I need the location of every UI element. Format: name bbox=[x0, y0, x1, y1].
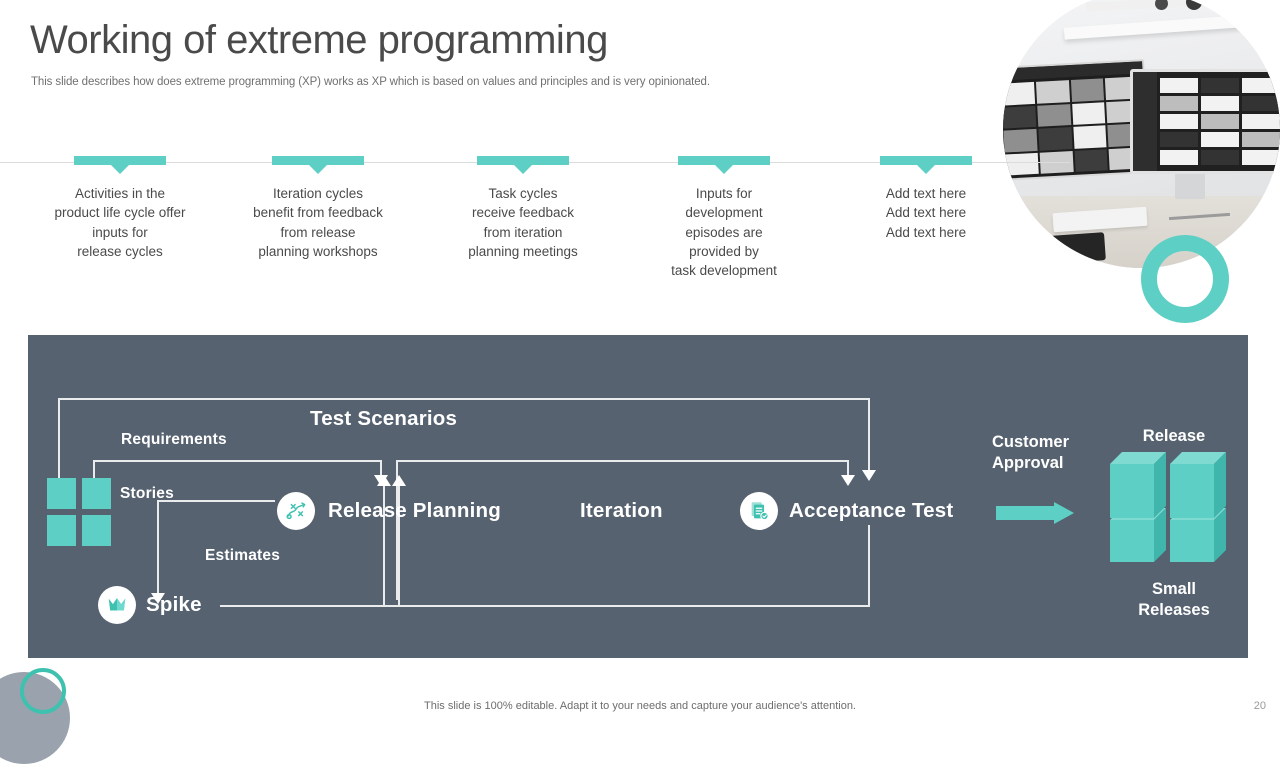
teal-ring-decoration bbox=[1141, 235, 1229, 323]
edge-label-stories: Stories bbox=[120, 485, 174, 502]
connector-stories-h bbox=[157, 500, 275, 502]
footer-note: This slide is 100% editable. Adapt it to… bbox=[424, 700, 856, 712]
column-marker-4 bbox=[678, 156, 770, 174]
connector-acceptance-down bbox=[868, 525, 870, 606]
release-label: Release bbox=[1142, 427, 1206, 445]
arrow-iteration-down bbox=[841, 475, 855, 486]
connector-test-scenarios-left-drop bbox=[58, 398, 60, 498]
column-marker-1 bbox=[74, 156, 166, 174]
page-subtitle: This slide describes how does extreme pr… bbox=[31, 76, 710, 88]
column-marker-3 bbox=[477, 156, 569, 174]
document-check-icon bbox=[740, 492, 778, 530]
right-arrow-icon bbox=[996, 502, 1074, 524]
corner-ring-decoration bbox=[20, 668, 66, 714]
spike-crown-icon bbox=[98, 586, 136, 624]
node-label-spike: Spike bbox=[146, 593, 202, 616]
workspace-photo bbox=[1003, 0, 1280, 268]
arrow-stories-to-spike bbox=[151, 593, 165, 604]
connector-up-1 bbox=[383, 485, 385, 605]
edge-label-estimates: Estimates bbox=[205, 547, 281, 564]
node-label-acceptance-test: Acceptance Test bbox=[789, 499, 954, 522]
node-label-iteration: Iteration bbox=[580, 499, 663, 522]
arrow-test-scenarios-down bbox=[862, 470, 876, 481]
connector-requirements-rail bbox=[93, 460, 381, 462]
connector-spike-bottom-rail bbox=[220, 605, 870, 607]
column-marker-2 bbox=[272, 156, 364, 174]
connector-iteration-left-drop bbox=[396, 460, 398, 600]
arrow-up-2 bbox=[392, 475, 406, 486]
connector-test-scenarios-top bbox=[58, 398, 870, 400]
page-number: 20 bbox=[1253, 700, 1266, 712]
connector-up-2 bbox=[398, 485, 400, 605]
edge-label-test-scenarios: Test Scenarios bbox=[310, 407, 458, 430]
connector-stories-to-spike-v bbox=[157, 500, 159, 595]
xp-flow-diagram-panel: Requirements Test Scenarios Stories Esti… bbox=[28, 335, 1248, 658]
column-marker-5 bbox=[880, 156, 972, 174]
connector-iteration-rail bbox=[396, 460, 848, 462]
edge-label-requirements: Requirements bbox=[121, 431, 227, 448]
node-label-release-planning: Release Planning bbox=[328, 499, 501, 522]
connector-test-scenarios-right-drop bbox=[868, 398, 870, 472]
grid-squares-icon bbox=[47, 478, 111, 546]
connector-iteration-right-drop bbox=[847, 460, 849, 477]
arrow-up-1 bbox=[377, 475, 391, 486]
page-title: Working of extreme programming bbox=[30, 18, 608, 62]
connector-requirements-right-drop bbox=[380, 460, 382, 477]
strategy-icon bbox=[277, 492, 315, 530]
cubes-3d-icon bbox=[1110, 452, 1238, 570]
